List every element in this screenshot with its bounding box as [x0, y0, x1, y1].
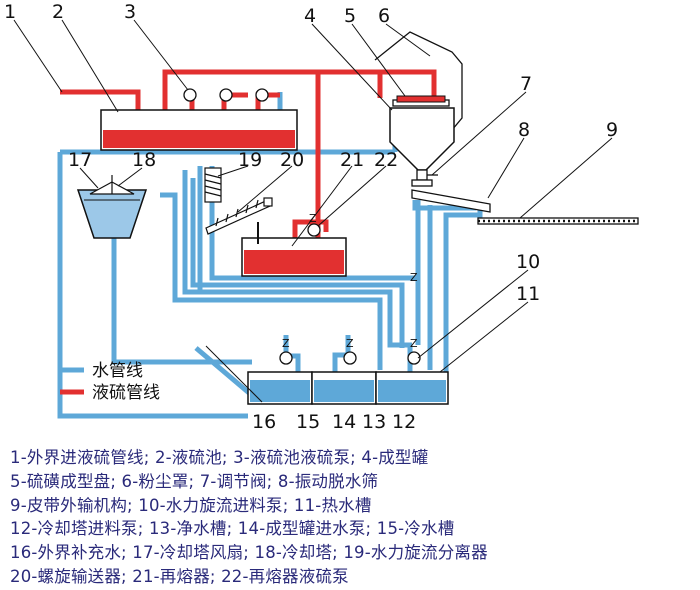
label-10: 10 — [516, 251, 540, 273]
pump-icon — [255, 88, 269, 102]
caption-line: 12-冷却塔进料泵; 13-净水槽; 14-成型罐进水泵; 15-冷水槽 — [10, 519, 455, 539]
label-17: 17 — [68, 149, 92, 171]
forming-tray-5 — [396, 95, 446, 103]
sulfur-pool-pumps-3 — [183, 88, 269, 102]
water-pipe-pump13-riser — [332, 335, 351, 372]
water-pipe-makeup-16 — [194, 346, 257, 400]
label-21: 21 — [340, 149, 364, 171]
caption-line: 9-皮带外输机构; 10-水力旋流进料泵; 11-热水槽 — [10, 495, 372, 515]
regulating-valve-7 — [411, 169, 438, 187]
label-5: 5 — [344, 5, 356, 27]
water-pipe-screen-in — [412, 200, 476, 211]
label-15: 15 — [296, 411, 320, 433]
label-18: 18 — [132, 149, 156, 171]
label-3: 3 — [124, 1, 136, 23]
pump-icon — [307, 223, 321, 237]
label-1: 1 — [4, 1, 16, 23]
caption-line: 1-外界进液硫管线; 2-液硫池; 3-液硫池液硫泵; 4-成型罐 — [10, 448, 429, 467]
pump-mark-14: Z — [282, 337, 290, 350]
liquid-sulfur-pool-2 — [100, 109, 298, 151]
process-diagram: Z Z Z Z Z 1 — [4, 1, 639, 433]
label-9: 9 — [606, 119, 618, 141]
legend: 水管线 液硫管线 — [60, 361, 160, 403]
pump-icon — [343, 351, 357, 365]
legend-water-label: 水管线 — [92, 361, 143, 381]
water-pipe-tower-return — [160, 192, 383, 370]
pump-mark-13: Z — [346, 337, 354, 350]
label-14: 14 — [332, 411, 356, 433]
component-caption: 1-外界进液硫管线; 2-液硫池; 3-液硫池液硫泵; 4-成型罐 5-硫磺成型… — [10, 446, 695, 589]
pump-icon — [183, 88, 197, 102]
leader-lines — [13, 19, 613, 403]
water-pipe-network — [57, 92, 483, 419]
tank-pumps — [279, 351, 421, 365]
water-pipe-19-a — [182, 170, 412, 348]
cooling-tower-18 — [76, 189, 148, 239]
vibrating-screen-8 — [411, 189, 491, 213]
screw-conveyor-20 — [205, 197, 273, 235]
component-numbers: 1 2 3 4 5 6 7 8 9 10 11 12 13 14 15 16 1… — [4, 1, 618, 433]
water-tanks — [247, 371, 449, 405]
pump-icon — [219, 88, 233, 102]
label-8: 8 — [518, 119, 530, 141]
water-pipe-screen-drop — [443, 205, 483, 385]
water-pipe-outer-left — [57, 152, 248, 419]
label-13: 13 — [362, 411, 386, 433]
pump-icon — [407, 351, 421, 365]
label-6: 6 — [378, 5, 390, 27]
pump-icon — [279, 351, 293, 365]
pump-mark-mid: Z — [410, 271, 418, 284]
water-pipe-19-b — [190, 178, 405, 348]
sulfur-pipe-external-1 — [60, 89, 141, 110]
hydrocyclone-19 — [204, 167, 222, 203]
label-7: 7 — [520, 73, 532, 95]
legend-sulfur-label: 液硫管线 — [92, 383, 160, 403]
sulfur-pipe-header — [162, 69, 437, 110]
remelter-pump-22 — [307, 223, 321, 237]
cooling-tower-fan-17 — [89, 175, 135, 195]
forming-tank-4 — [389, 99, 455, 171]
label-12: 12 — [392, 411, 416, 433]
label-19: 19 — [238, 149, 262, 171]
caption-line: 16-外界补充水; 17-冷却塔风扇; 18-冷却塔; 19-水力旋流分离器 — [10, 543, 488, 563]
label-22: 22 — [374, 149, 398, 171]
pump-mark-10: Z — [410, 337, 418, 350]
label-2: 2 — [52, 1, 64, 23]
label-11: 11 — [516, 283, 540, 305]
label-16: 16 — [252, 411, 276, 433]
caption-line: 5-硫磺成型盘; 6-粉尘罩; 7-调节阀; 8-振动脱水筛 — [10, 471, 379, 491]
label-20: 20 — [280, 149, 304, 171]
label-4: 4 — [304, 5, 316, 27]
caption-line: 20-螺旋输送器; 21-再熔器; 22-再熔器液硫泵 — [10, 566, 349, 586]
water-pipe-tower-outlet — [111, 238, 252, 365]
remelter-21 — [241, 222, 347, 277]
belt-conveyor-9 — [477, 217, 639, 225]
